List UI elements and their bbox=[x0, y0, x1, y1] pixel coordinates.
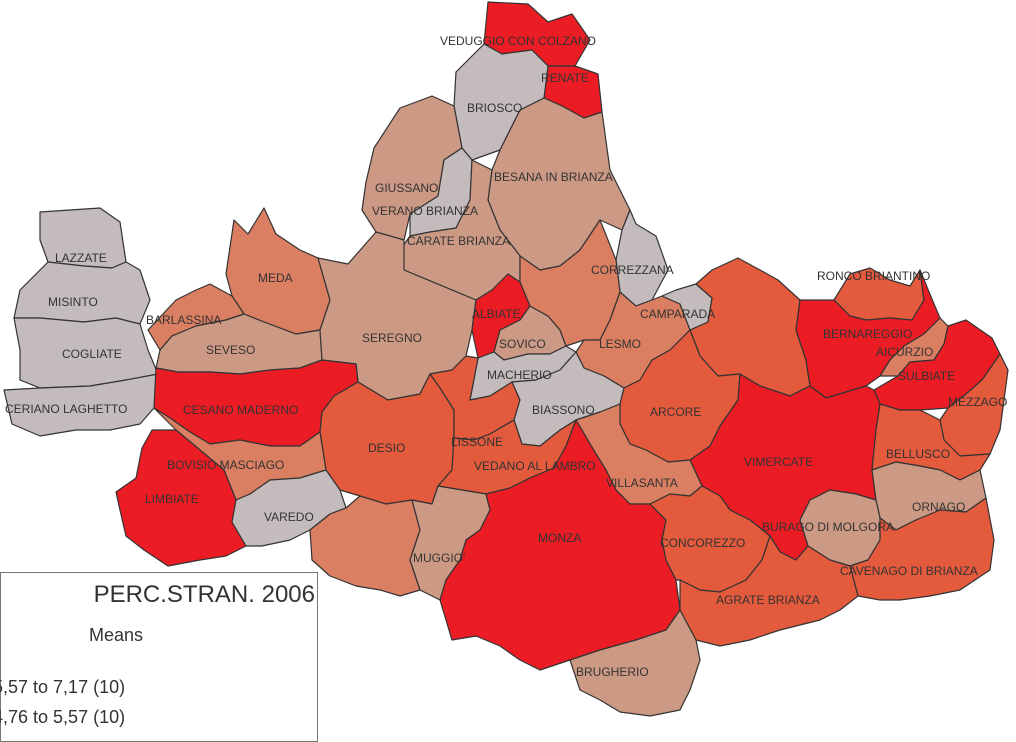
label-seregno: SEREGNO bbox=[362, 331, 422, 345]
label-agrate-brianza: AGRATE BRIANZA bbox=[716, 593, 820, 607]
label-muggio: MUGGIO' bbox=[413, 551, 465, 565]
label-giussano: GIUSSANO bbox=[375, 181, 438, 195]
label-burago-di-molgora: BURAGO DI MOLGORA bbox=[762, 520, 894, 534]
label-mezzago: MEZZAGO bbox=[948, 395, 1007, 409]
label-camparada: CAMPARADA bbox=[640, 307, 715, 321]
label-monza: MONZA bbox=[538, 531, 581, 545]
legend-class-2-label: 4,76 to 5,57 (10) bbox=[0, 707, 126, 727]
region-agrate-brianza[interactable] bbox=[679, 535, 859, 647]
legend-title: PERC.STRAN. 2006 bbox=[93, 581, 315, 608]
label-lissone: LISSONE bbox=[451, 435, 503, 449]
region-misinto[interactable] bbox=[13, 261, 151, 325]
label-vedano-al-lambro: VEDANO AL LAMBRO bbox=[474, 459, 596, 473]
label-lesmo: LESMO bbox=[599, 337, 641, 351]
region-cavenago-di-brianza[interactable] bbox=[849, 497, 995, 601]
label-cogliate: COGLIATE bbox=[62, 347, 122, 361]
region-brugherio[interactable] bbox=[569, 609, 701, 717]
label-biassono: BIASSONO bbox=[532, 403, 595, 417]
region-correzzana[interactable] bbox=[615, 209, 669, 307]
label-misinto: MISINTO bbox=[48, 295, 98, 309]
label-bovisio-masciago: BOVISIO MASCIAGO bbox=[167, 458, 284, 472]
label-briosco: BRIOSCO bbox=[467, 101, 522, 115]
label-sovico: SOVICO bbox=[499, 337, 546, 351]
label-concorezzo: CONCOREZZO bbox=[660, 536, 745, 550]
label-vimercate: VIMERCATE bbox=[744, 455, 813, 469]
label-desio: DESIO bbox=[368, 441, 405, 455]
label-brugherio: BRUGHERIO bbox=[576, 665, 649, 679]
label-bellusco: BELLUSCO bbox=[886, 447, 950, 461]
map-legend: PERC.STRAN. 2006 Means 5,57 to 7,17 (10)… bbox=[0, 572, 318, 742]
label-renate: RENATE bbox=[541, 71, 589, 85]
label-barlassina: BARLASSINA bbox=[146, 313, 221, 327]
label-ronco-briantino: RONCO BRIANTINO bbox=[817, 269, 930, 283]
label-sulbiate: SULBIATE bbox=[898, 369, 955, 383]
label-lazzate: LAZZATE bbox=[55, 251, 107, 265]
label-macherio: MACHERIO bbox=[487, 368, 552, 382]
label-bernareggio: BERNAREGGIO bbox=[823, 327, 912, 341]
label-aicurzio: AICURZIO bbox=[876, 345, 933, 359]
label-veduggio-con-colzano: VEDUGGIO CON COLZANO bbox=[440, 34, 596, 48]
label-verano-brianza: VERANO BRIANZA bbox=[372, 204, 478, 218]
label-ceriano-laghetto: CERIANO LAGHETTO bbox=[5, 402, 127, 416]
label-cesano-maderno: CESANO MADERNO bbox=[183, 403, 298, 417]
label-varedo: VAREDO bbox=[264, 510, 314, 524]
label-cavenago-di-brianza: CAVENAGO DI BRIANZA bbox=[840, 564, 978, 578]
label-limbiate: LIMBIATE bbox=[145, 492, 199, 506]
label-besana-in-brianza: BESANA IN BRIANZA bbox=[494, 170, 613, 184]
label-ornago: ORNAGO bbox=[912, 500, 965, 514]
label-seveso: SEVESO bbox=[206, 343, 255, 357]
label-carate-brianza: CARATE BRIANZA bbox=[407, 234, 510, 248]
label-albiate: ALBIATE bbox=[472, 307, 520, 321]
label-meda: MEDA bbox=[258, 271, 293, 285]
label-correzzana: CORREZZANA bbox=[591, 263, 674, 277]
legend-class-1-label: 5,57 to 7,17 (10) bbox=[0, 677, 126, 697]
region-ceriano-laghetto[interactable] bbox=[3, 373, 159, 437]
label-arcore: ARCORE bbox=[650, 405, 701, 419]
legend-subtitle: Means bbox=[89, 625, 144, 645]
label-villasanta: VILLASANTA bbox=[606, 476, 678, 490]
